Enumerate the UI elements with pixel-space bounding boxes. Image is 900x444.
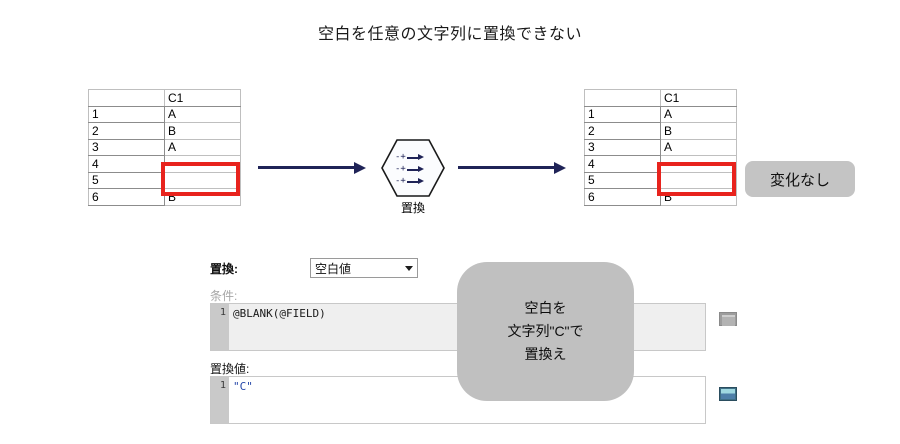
arrow-node-to-output-icon <box>458 162 566 174</box>
output-table: C1 1 A 2 B 3 A 4 5 6 <box>584 89 737 206</box>
table-header-row: C1 <box>584 89 737 107</box>
cell-c1: A <box>164 105 241 123</box>
cell-c1: A <box>164 138 241 156</box>
intent-callout: 空白を 文字列"C"で 置換え <box>457 262 634 401</box>
condition-code-text[interactable]: @BLANK(@FIELD) <box>233 307 326 320</box>
output-highlight-box <box>657 162 736 196</box>
result-callout: 変化なし <box>745 161 855 197</box>
row-number: 6 <box>88 188 165 206</box>
replace-value-code-text[interactable]: "C" <box>233 380 253 393</box>
replace-glyph-row: -+ <box>395 152 433 163</box>
cell-c1: B <box>660 122 737 140</box>
hexagon-outline-icon <box>381 139 445 197</box>
replace-node: -+ -+ -+ 置換 <box>381 139 445 215</box>
row-number: 1 <box>88 105 165 123</box>
mini-arrow-icon <box>406 178 424 185</box>
column-header-c1: C1 <box>660 89 737 107</box>
table-row: 3 A <box>88 138 241 156</box>
chevron-down-icon <box>405 265 413 271</box>
row-number: 3 <box>584 138 661 156</box>
corner-cell <box>88 89 165 107</box>
row-number: 3 <box>88 138 165 156</box>
row-number: 5 <box>584 171 661 189</box>
row-number: 1 <box>584 105 661 123</box>
cell-c1: A <box>660 105 737 123</box>
replace-value-code-editor[interactable]: 1 "C" <box>210 376 706 424</box>
row-number: 4 <box>584 155 661 173</box>
table-row: 6 B <box>88 188 241 206</box>
corner-cell <box>584 89 661 107</box>
minus-plus-glyph: -+ <box>395 152 406 162</box>
input-highlight-box <box>161 162 240 196</box>
intent-line-2: 文字列"C"で <box>507 323 584 339</box>
replace-glyph-row: -+ <box>395 176 433 187</box>
mini-arrow-icon <box>406 154 424 161</box>
table-header-row: C1 <box>88 89 241 107</box>
cell-c1: B <box>164 122 241 140</box>
replace-mode-label: 置換: <box>210 261 238 276</box>
intent-line-3: 置換え <box>524 346 567 362</box>
row-number: 6 <box>584 188 661 206</box>
replace-mode-value: 空白値 <box>315 261 352 276</box>
cell-c1: A <box>660 138 737 156</box>
minus-plus-glyph: -+ <box>395 176 406 186</box>
table-row: 2 B <box>88 122 241 140</box>
column-header-c1: C1 <box>164 89 241 107</box>
table-row: 1 A <box>584 105 737 123</box>
replace-value-label: 置換値: <box>210 362 250 376</box>
table-row: 2 B <box>584 122 737 140</box>
row-number: 2 <box>88 122 165 140</box>
row-number: 4 <box>88 155 165 173</box>
condition-formula-button-icon[interactable] <box>719 312 737 326</box>
replace-node-label: 置換 <box>400 201 425 215</box>
intent-callout-text: 空白を 文字列"C"で 置換え <box>507 297 583 366</box>
page-title: 空白を任意の文字列に置換できない <box>317 26 582 43</box>
table-row: 3 A <box>584 138 737 156</box>
replace-value-gutter-line-number: 1 <box>211 377 229 423</box>
mini-arrow-icon <box>406 166 424 173</box>
replace-glyphs: -+ -+ -+ <box>395 152 433 186</box>
replace-value-formula-button-icon[interactable] <box>719 387 737 401</box>
replace-glyph-row: -+ <box>395 164 433 175</box>
replace-mode-select[interactable]: 空白値 <box>310 258 418 278</box>
condition-label: 条件: <box>210 289 238 303</box>
row-number: 5 <box>88 171 165 189</box>
replace-mode-row: 置換: 空白値 <box>210 258 418 278</box>
arrow-input-to-node-icon <box>258 162 366 174</box>
input-table: C1 1 A 2 B 3 A 4 5 6 <box>88 89 241 206</box>
table-row: 1 A <box>88 105 241 123</box>
minus-plus-glyph: -+ <box>395 164 406 174</box>
intent-line-1: 空白を <box>524 300 567 316</box>
row-number: 2 <box>584 122 661 140</box>
condition-gutter-line-number: 1 <box>211 304 229 350</box>
